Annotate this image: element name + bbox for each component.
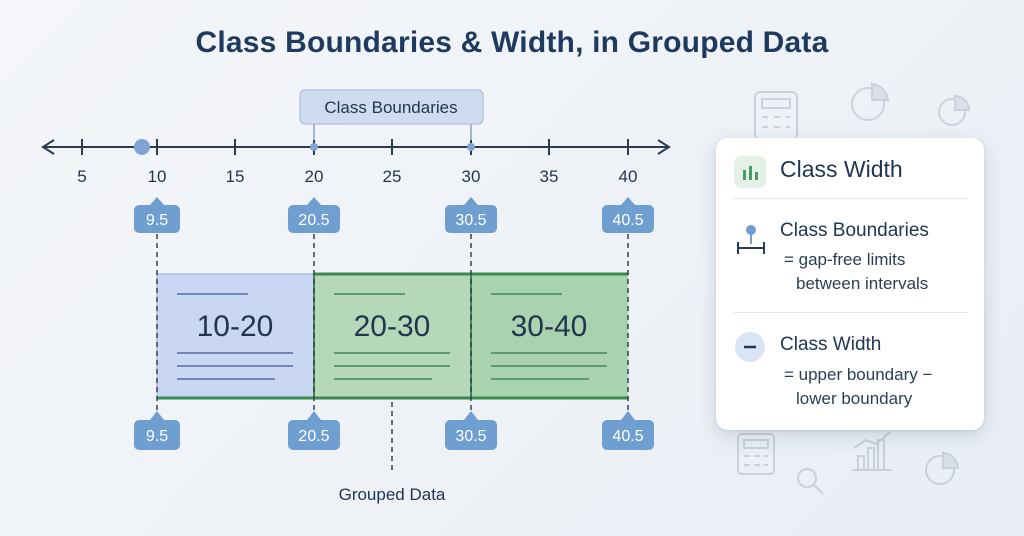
axis-tick-label: 5 — [77, 167, 86, 186]
block-text-lines-3 — [491, 293, 607, 380]
axis-tick-label: 30 — [462, 167, 481, 186]
boundary-tag: 30.5 — [445, 197, 497, 233]
svg-text:30.5: 30.5 — [455, 212, 486, 229]
class-label-2: 20-30 — [354, 310, 431, 343]
boundary-tag: 30.5 — [445, 411, 497, 450]
axis-tick-label: 40 — [619, 167, 638, 186]
boundary-marker-icon — [734, 222, 768, 263]
axis-point-marker — [134, 139, 150, 155]
legend-width-desc-2: lower boundary — [796, 389, 913, 408]
class-label-3: 30-40 — [511, 310, 588, 343]
class-blocks: 10-20 20-30 30-40 — [156, 272, 628, 400]
legend-boundaries-desc-1: = gap-free limits — [784, 250, 906, 269]
calculator-icon — [754, 91, 798, 141]
class-boundaries-label: Class Boundaries — [324, 98, 457, 117]
boundary-tag: 9.5 — [134, 197, 180, 233]
bar-chart-icon — [852, 431, 892, 471]
axis-tick-label: 35 — [540, 167, 559, 186]
legend-width-title: Class Width — [780, 334, 882, 355]
boundary-tags-bottom: 9.5 20.5 30.5 40.5 — [134, 411, 654, 450]
legend-divider — [734, 312, 968, 313]
svg-text:20.5: 20.5 — [298, 428, 329, 445]
boundary-tags-top: 9.5 20.5 30.5 40.5 — [134, 197, 654, 233]
svg-text:40.5: 40.5 — [612, 212, 643, 229]
bar-chart-icon — [734, 156, 766, 188]
svg-text:40.5: 40.5 — [612, 428, 643, 445]
pie-chart-icon — [851, 82, 890, 121]
svg-text:9.5: 9.5 — [146, 428, 168, 445]
magnifier-icon — [797, 468, 824, 495]
calculator-icon — [737, 433, 775, 475]
svg-text:20.5: 20.5 — [298, 212, 329, 229]
legend-card: Class Width Class Boundaries = gap-free … — [716, 138, 984, 430]
boundary-dashed-lines — [156, 234, 629, 472]
svg-text:30.5: 30.5 — [455, 428, 486, 445]
axis-tick-label: 10 — [148, 167, 167, 186]
block-text-lines-2 — [334, 293, 450, 380]
axis-tick-label: 25 — [383, 167, 402, 186]
minus-icon — [734, 331, 766, 368]
pie-chart-icon — [938, 94, 971, 126]
legend-boundaries-desc-2: between intervals — [796, 274, 929, 293]
legend-header-title: Class Width — [780, 156, 903, 182]
number-line: 5 10 15 20 25 30 35 40 — [41, 139, 671, 186]
boundary-tag: 20.5 — [288, 197, 340, 233]
legend-header: Class Width — [716, 138, 984, 200]
page-title: Class Boundaries & Width, in Grouped Dat… — [195, 26, 829, 59]
arrow-left-icon — [41, 139, 55, 155]
boundary-tag: 40.5 — [602, 197, 654, 233]
svg-text:9.5: 9.5 — [146, 212, 168, 229]
arrow-right-icon — [657, 139, 671, 155]
axis-tick-label: 15 — [226, 167, 245, 186]
class-label-1: 10-20 — [197, 310, 274, 343]
grouped-data-label: Grouped Data — [339, 485, 446, 504]
legend-divider — [734, 198, 968, 199]
boundary-tag: 20.5 — [288, 411, 340, 450]
legend-width-desc-1: = upper boundary − — [784, 365, 933, 384]
axis-tick-label: 20 — [305, 167, 324, 186]
boundary-tag: 40.5 — [602, 411, 654, 450]
pie-chart-icon — [925, 451, 960, 485]
class-boundaries-callout: Class Boundaries — [299, 89, 484, 140]
legend-boundaries-title: Class Boundaries — [780, 220, 929, 241]
block-text-lines-1 — [177, 293, 293, 380]
boundary-tag: 9.5 — [134, 411, 180, 450]
